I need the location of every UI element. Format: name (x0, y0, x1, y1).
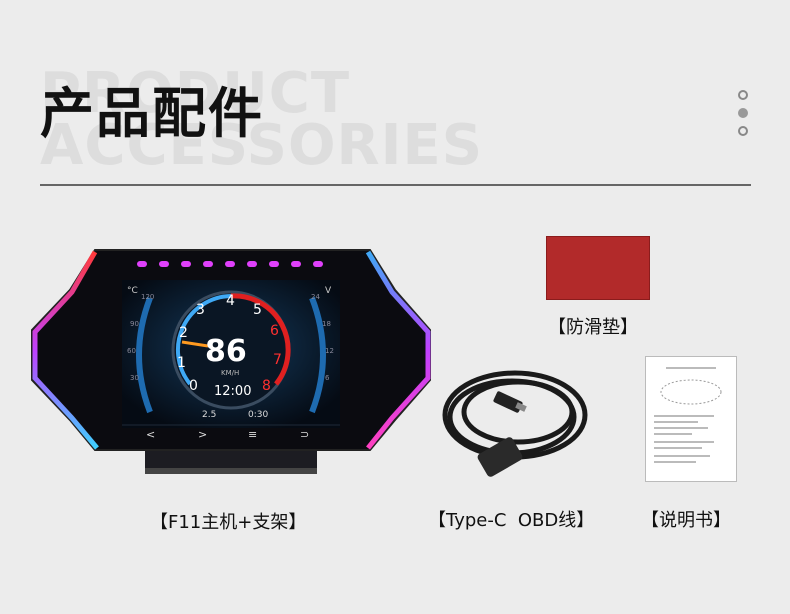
hud-left-tick-3: 60 (127, 347, 136, 355)
hud-dial-1: 1 (177, 355, 186, 371)
hud-dial-4: 4 (226, 293, 235, 309)
hud-dial-8: 8 (262, 378, 271, 394)
pager (738, 90, 748, 144)
anti-slip-pad-image (546, 236, 650, 300)
hud-right-tick-3: 12 (325, 347, 334, 355)
hud-dial-5: 5 (253, 302, 262, 318)
hud-rim-right (365, 250, 431, 450)
hud-dial-7: 7 (273, 352, 282, 368)
page-title: 产品配件 (40, 82, 264, 145)
cable-label: 【Type-C OBD线】 (428, 510, 595, 531)
hud-right-unit: V (325, 286, 332, 296)
hud-dial-arc-red (230, 293, 291, 386)
pager-dot-2[interactable] (738, 108, 748, 118)
divider (40, 184, 751, 186)
hud-right-tick-2: 18 (322, 320, 331, 328)
hud-stand-base (145, 468, 317, 474)
pager-dot-1[interactable] (738, 90, 748, 100)
hud-left-unit: °C (127, 286, 138, 296)
pager-dot-3[interactable] (738, 126, 748, 136)
hud-left-gauge (136, 296, 153, 414)
hud-led-row (137, 261, 323, 267)
hud-nav-return[interactable]: ⊃ (300, 428, 310, 441)
hud-dial-2: 2 (179, 325, 188, 341)
hud-right-tick-1: 24 (311, 293, 320, 301)
hud-right-gauge (309, 296, 326, 414)
hud-nav-back[interactable]: < (146, 428, 156, 441)
hud-dial-6: 6 (270, 323, 279, 339)
watermark-accessories: ACCESSORIES (40, 113, 484, 178)
hud-nav-menu[interactable]: ≡ (248, 428, 258, 441)
hud-stat-2: 0:30 (248, 410, 269, 420)
hud-dial-arc-blue (175, 294, 232, 386)
hud-stat-1: 2.5 (202, 410, 217, 420)
main-unit-label: 【F11主机+支架】 (150, 512, 307, 533)
manual-label: 【说明书】 (641, 510, 731, 531)
hud-rim-left (32, 250, 99, 450)
hud-needle (181, 340, 209, 348)
watermark-product: PRODUCT (40, 61, 351, 126)
hud-left-tick-2: 90 (130, 320, 139, 328)
manual-image (645, 356, 737, 482)
hud-left-tick-1: 120 (141, 293, 155, 301)
hud-time: 12:00 (214, 384, 252, 399)
hud-left-tick-4: 30 (130, 374, 139, 382)
hud-speed-unit: KM/H (221, 369, 240, 377)
hud-right-tick-4: 6 (325, 374, 330, 382)
hud-speed: 86 (205, 334, 247, 369)
hud-dial-3: 3 (196, 302, 205, 318)
pad-label: 【防滑垫】 (548, 317, 638, 338)
hud-dial-0: 0 (189, 378, 198, 394)
hud-nav-forward[interactable]: > (198, 428, 208, 441)
